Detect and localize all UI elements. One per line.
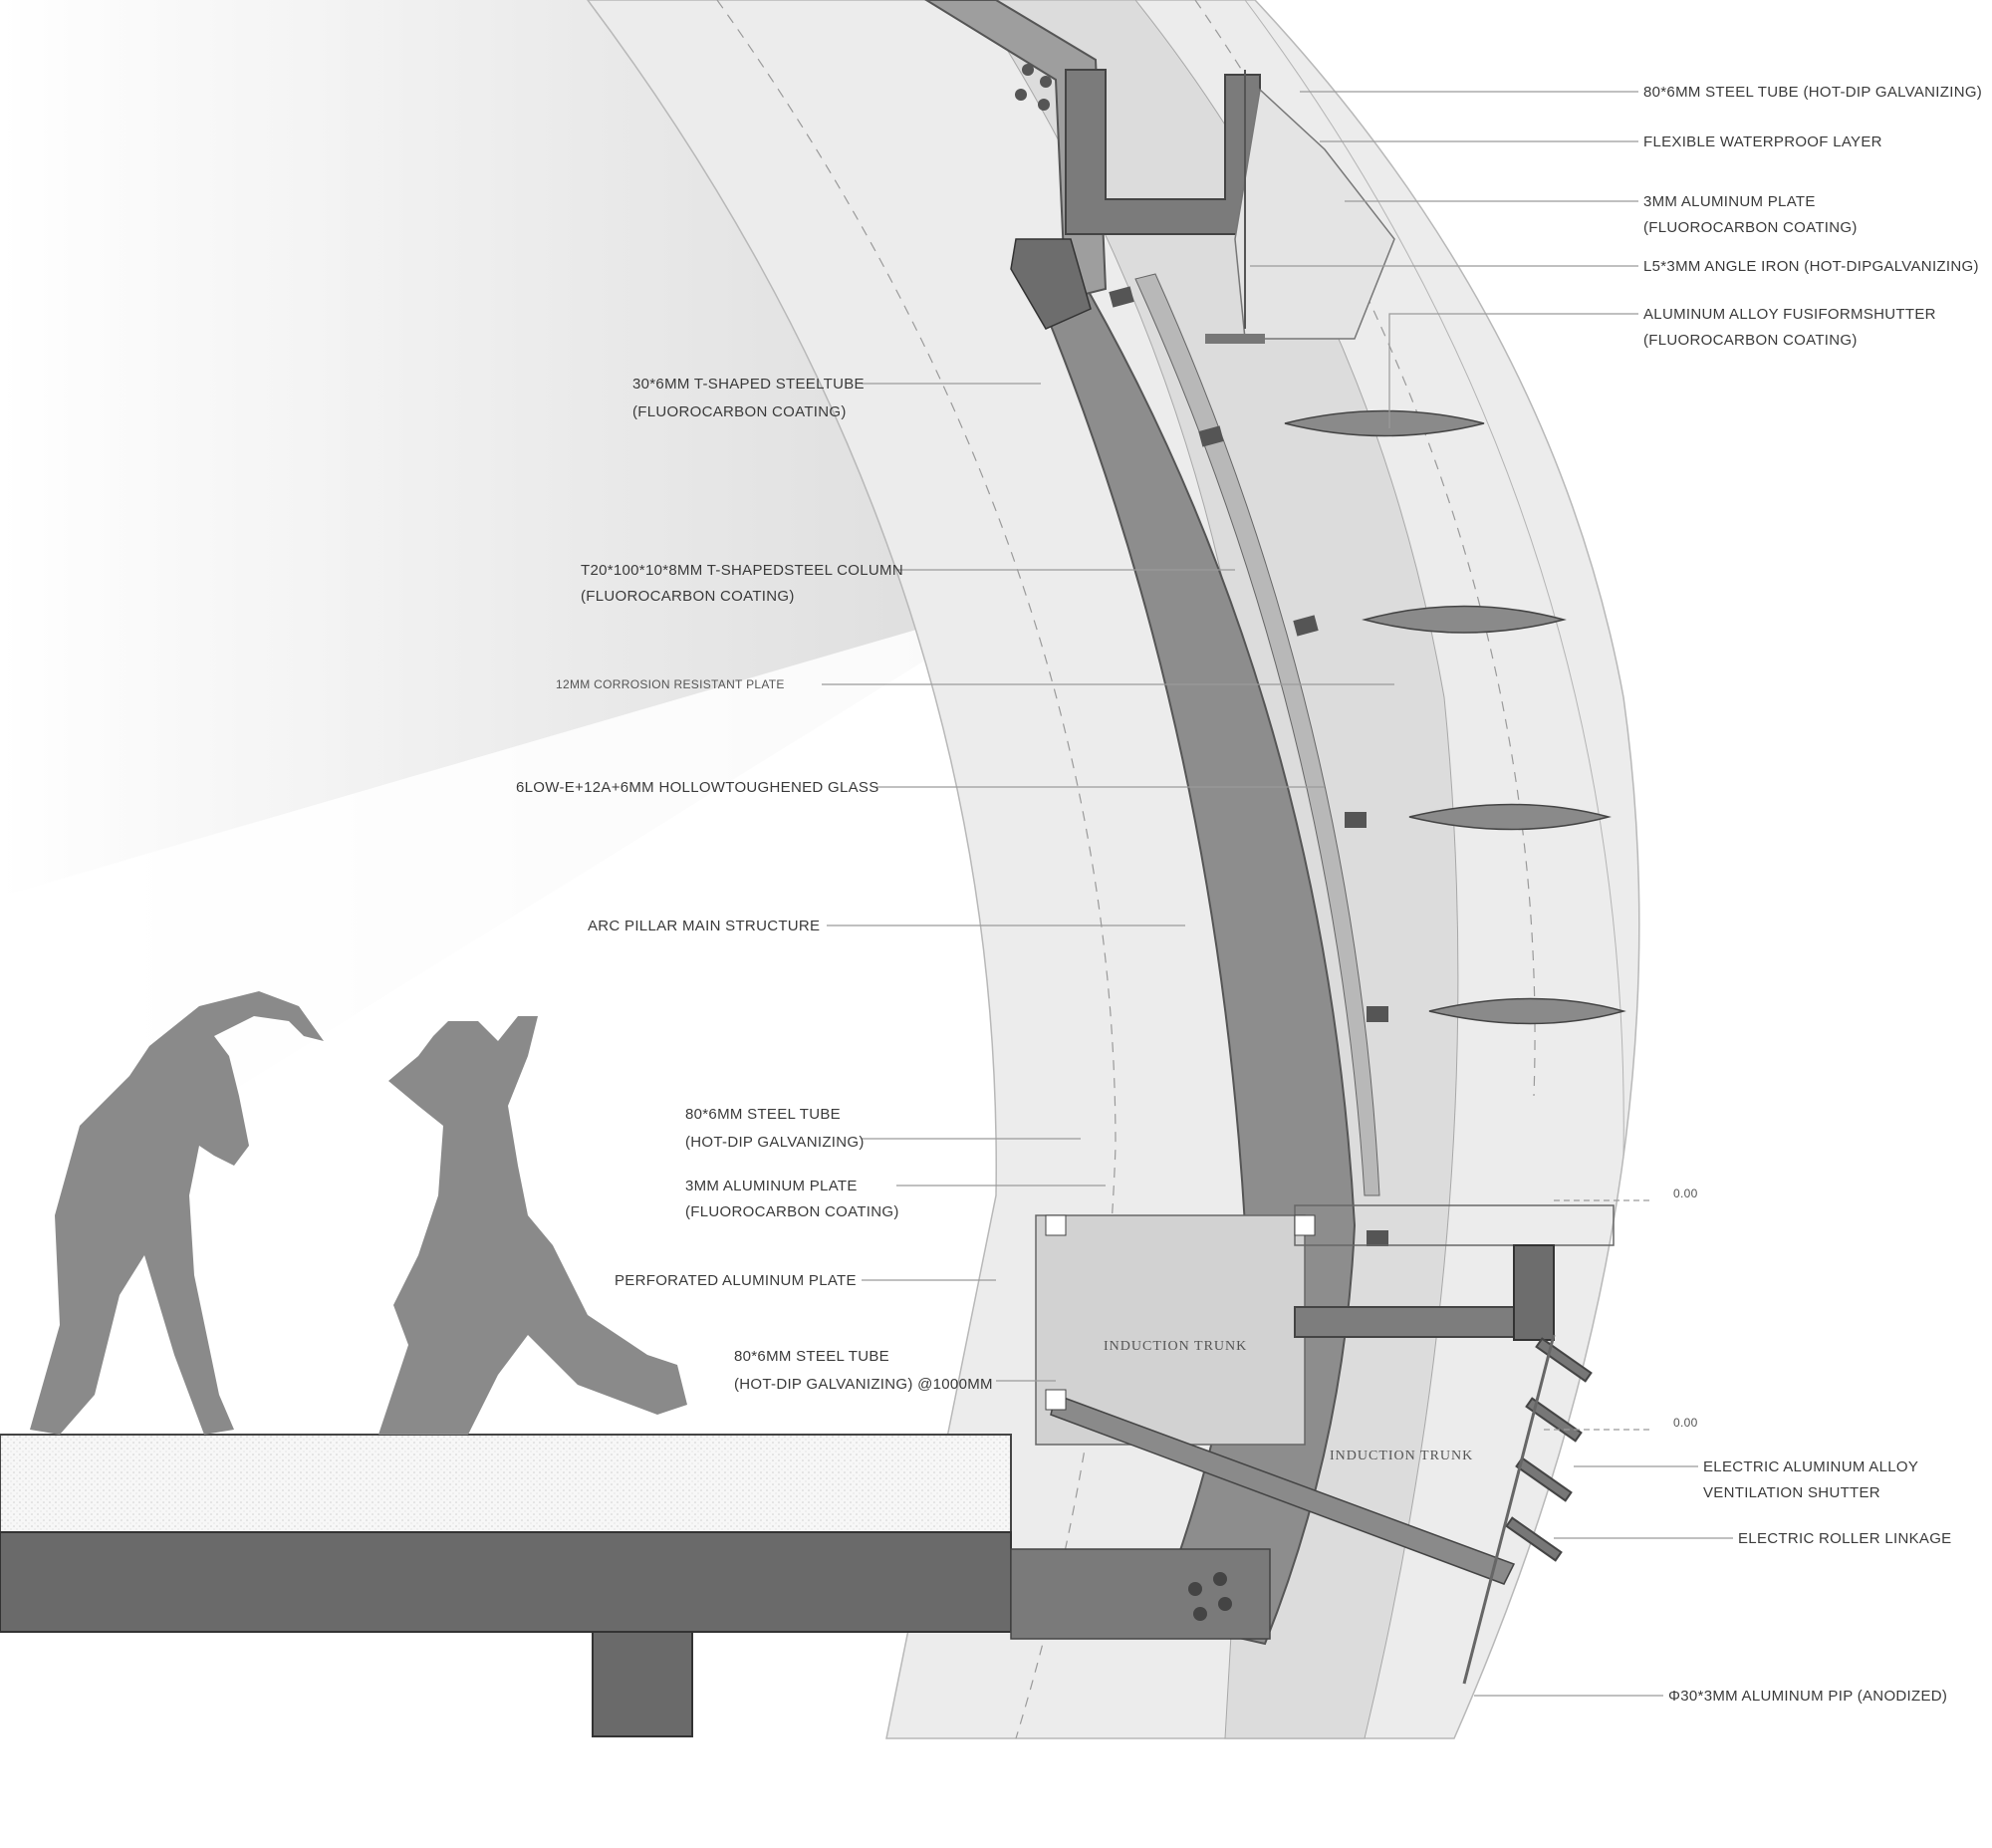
leader-lines: [822, 91, 1733, 1697]
label-induction-trunk-1: INDUCTION TRUNK: [1104, 1339, 1247, 1354]
floor-slab: [0, 1434, 1271, 1737]
dashed-arc-outer: [716, 0, 1117, 1739]
elevation-mark-lower: 0.00: [1673, 1416, 1698, 1430]
label-steel-tube-bottom: 80*6mm STEEL TUBE(HOT-DIP GALVANIZING): [685, 1106, 865, 1151]
thin-arc-line: [1244, 0, 1624, 1157]
labels-right: 80*6mm STEEL TUBE (HOT-DIP GALVANIZING) …: [1643, 84, 1982, 1705]
label-perforated-plate: PERFORATED ALUMINUM PLATE: [615, 1272, 857, 1289]
label-waterproof-layer: FLEXIBLE WATERPROOF LAYER: [1643, 133, 1882, 150]
person-stretching-silhouette: [30, 991, 324, 1435]
elevation-mark-upper: 0.00: [1673, 1187, 1698, 1200]
labels-left: 30*6mm T-SHAPED STEELTUBE(FLUOROCARBON C…: [516, 376, 993, 1393]
glass-layer: [1134, 273, 1380, 1196]
label-angle-iron: L5*3mm ANGLE IRON (HOT-DIPGALVANIZING): [1643, 258, 1979, 275]
label-aluminum-plate-bottom: 3mm ALUMINUM PLATE(FLUOROCARBON COATING): [685, 1178, 899, 1220]
label-t-steel-column: T20*100*10*8mm T-SHAPEDSTEEL COLUMN(FLUO…: [581, 562, 903, 605]
interior-light-fade: [0, 598, 1026, 1245]
label-steel-tube-spaced: 80*6mm STEEL TUBE(HOT-DIP GALVANIZING) @…: [734, 1348, 993, 1393]
label-aluminum-plate-top: 3mm ALUMINUM PLATE(FLUOROCARBON COATING): [1643, 193, 1858, 236]
human-silhouettes: [30, 991, 687, 1435]
label-arc-pillar: ARC PILLAR MAIN STRUCTURE: [588, 918, 820, 934]
label-fusiform-shutter: ALUMINUM ALLOY FUSIFORMSHUTTER(FLUOROCAR…: [1643, 306, 1936, 349]
label-t-steel-tube: 30*6mm T-SHAPED STEELTUBE(FLUOROCARBON C…: [632, 376, 865, 420]
person-lunging-silhouette: [378, 1016, 687, 1435]
label-corrosion-plate: 12mm CORROSION RESISTANT PLATE: [556, 677, 785, 691]
label-steel-tube-top: 80*6mm STEEL TUBE (HOT-DIP GALVANIZING): [1643, 84, 1982, 101]
arc-brackets: [1109, 286, 1388, 1246]
ventilation-shutters: [1462, 1334, 1593, 1685]
label-aluminum-pip: φ30*3mm ALUMINUM PIP (ANODIZED): [1668, 1688, 1947, 1705]
fusiform-shutters: [1284, 409, 1626, 1025]
top-channel-detail: [924, 0, 1395, 344]
lower-frame: [1035, 1204, 1615, 1585]
label-roller-linkage: ELECTRIC ROLLER LINKAGE: [1738, 1530, 1951, 1547]
label-induction-trunk-2: INDUCTION TRUNK: [1330, 1449, 1473, 1463]
label-glass: 6LOW-E+12A+6MM HOLLOWTOUGHENED GLASS: [516, 779, 879, 796]
